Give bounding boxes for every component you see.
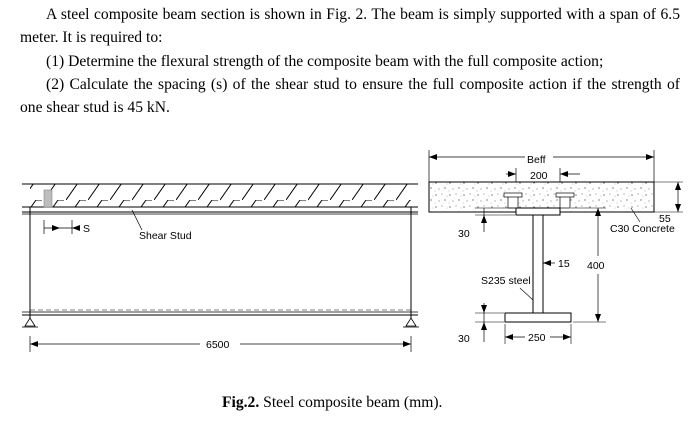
top-flange	[515, 207, 561, 216]
slab-thickness-label: 55	[659, 213, 671, 225]
question-2: (2) Calculate the spacing (s) of the she…	[20, 76, 680, 116]
beam-cross-section: Beff 200 30 15	[428, 150, 683, 345]
question-1: (1) Determine the flexural strength of t…	[46, 53, 604, 70]
support-left	[22, 317, 38, 328]
spacing-label: S	[83, 223, 90, 235]
bottom-flange	[504, 312, 572, 323]
problem-intro: A steel composite beam section is shown …	[20, 6, 680, 46]
bottom-width-label: 250	[528, 332, 546, 344]
shear-stud-block	[43, 189, 53, 208]
flange-thickness-bottom-label: 30	[458, 333, 470, 345]
beff-label: Beff	[527, 154, 546, 166]
concrete-label: C30 Concrete	[610, 223, 675, 235]
height-400-label: 400	[587, 260, 605, 272]
width-200-label: 200	[530, 170, 548, 182]
beam-elevation: S Shear Stud 6500	[22, 183, 419, 352]
caption-text: Steel composite beam (mm).	[259, 394, 443, 411]
web-thickness-label: 15	[558, 258, 570, 270]
caption-prefix: Fig.2.	[222, 394, 260, 411]
figure-caption: Fig.2. Steel composite beam (mm).	[222, 394, 442, 412]
span-label: 6500	[206, 339, 230, 351]
flange-thickness-top-label: 30	[458, 228, 470, 240]
support-right	[403, 317, 419, 328]
slab-hatch	[30, 184, 411, 207]
concrete-slab	[428, 181, 655, 213]
steel-label: S235 steel	[481, 275, 531, 287]
shear-stud-label: Shear Stud	[139, 230, 192, 242]
